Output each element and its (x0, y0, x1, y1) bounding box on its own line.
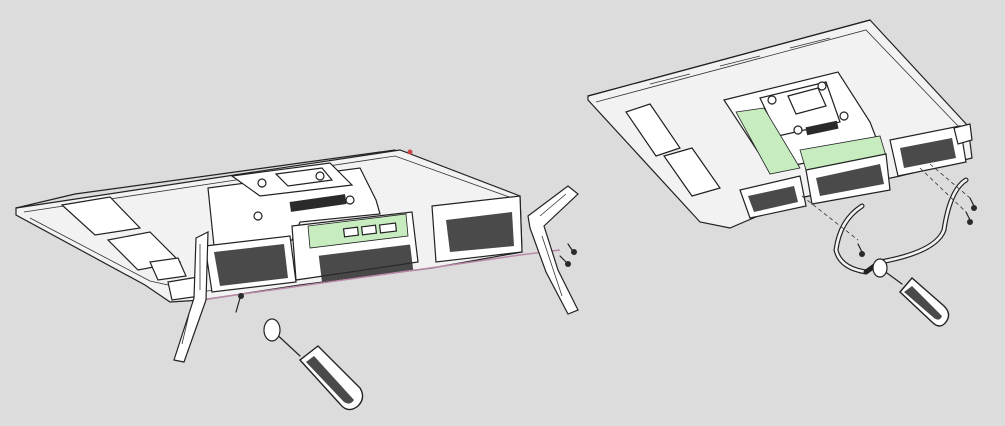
right-figure (587, 19, 977, 327)
tv-back-right (587, 19, 973, 229)
screwdriver-icon (263, 318, 364, 411)
stand-leg-right (833, 177, 969, 275)
stand-leg-left-1 (173, 231, 209, 363)
io-vent-grid-left (318, 244, 414, 282)
screwdriver-icon (872, 258, 950, 327)
screw-icon (857, 197, 977, 257)
alignment-lines (801, 163, 971, 241)
tv-back-left (15, 149, 561, 303)
left-figure (15, 149, 579, 411)
screw-icon (235, 243, 577, 313)
stand-leg-left-2 (527, 185, 579, 315)
